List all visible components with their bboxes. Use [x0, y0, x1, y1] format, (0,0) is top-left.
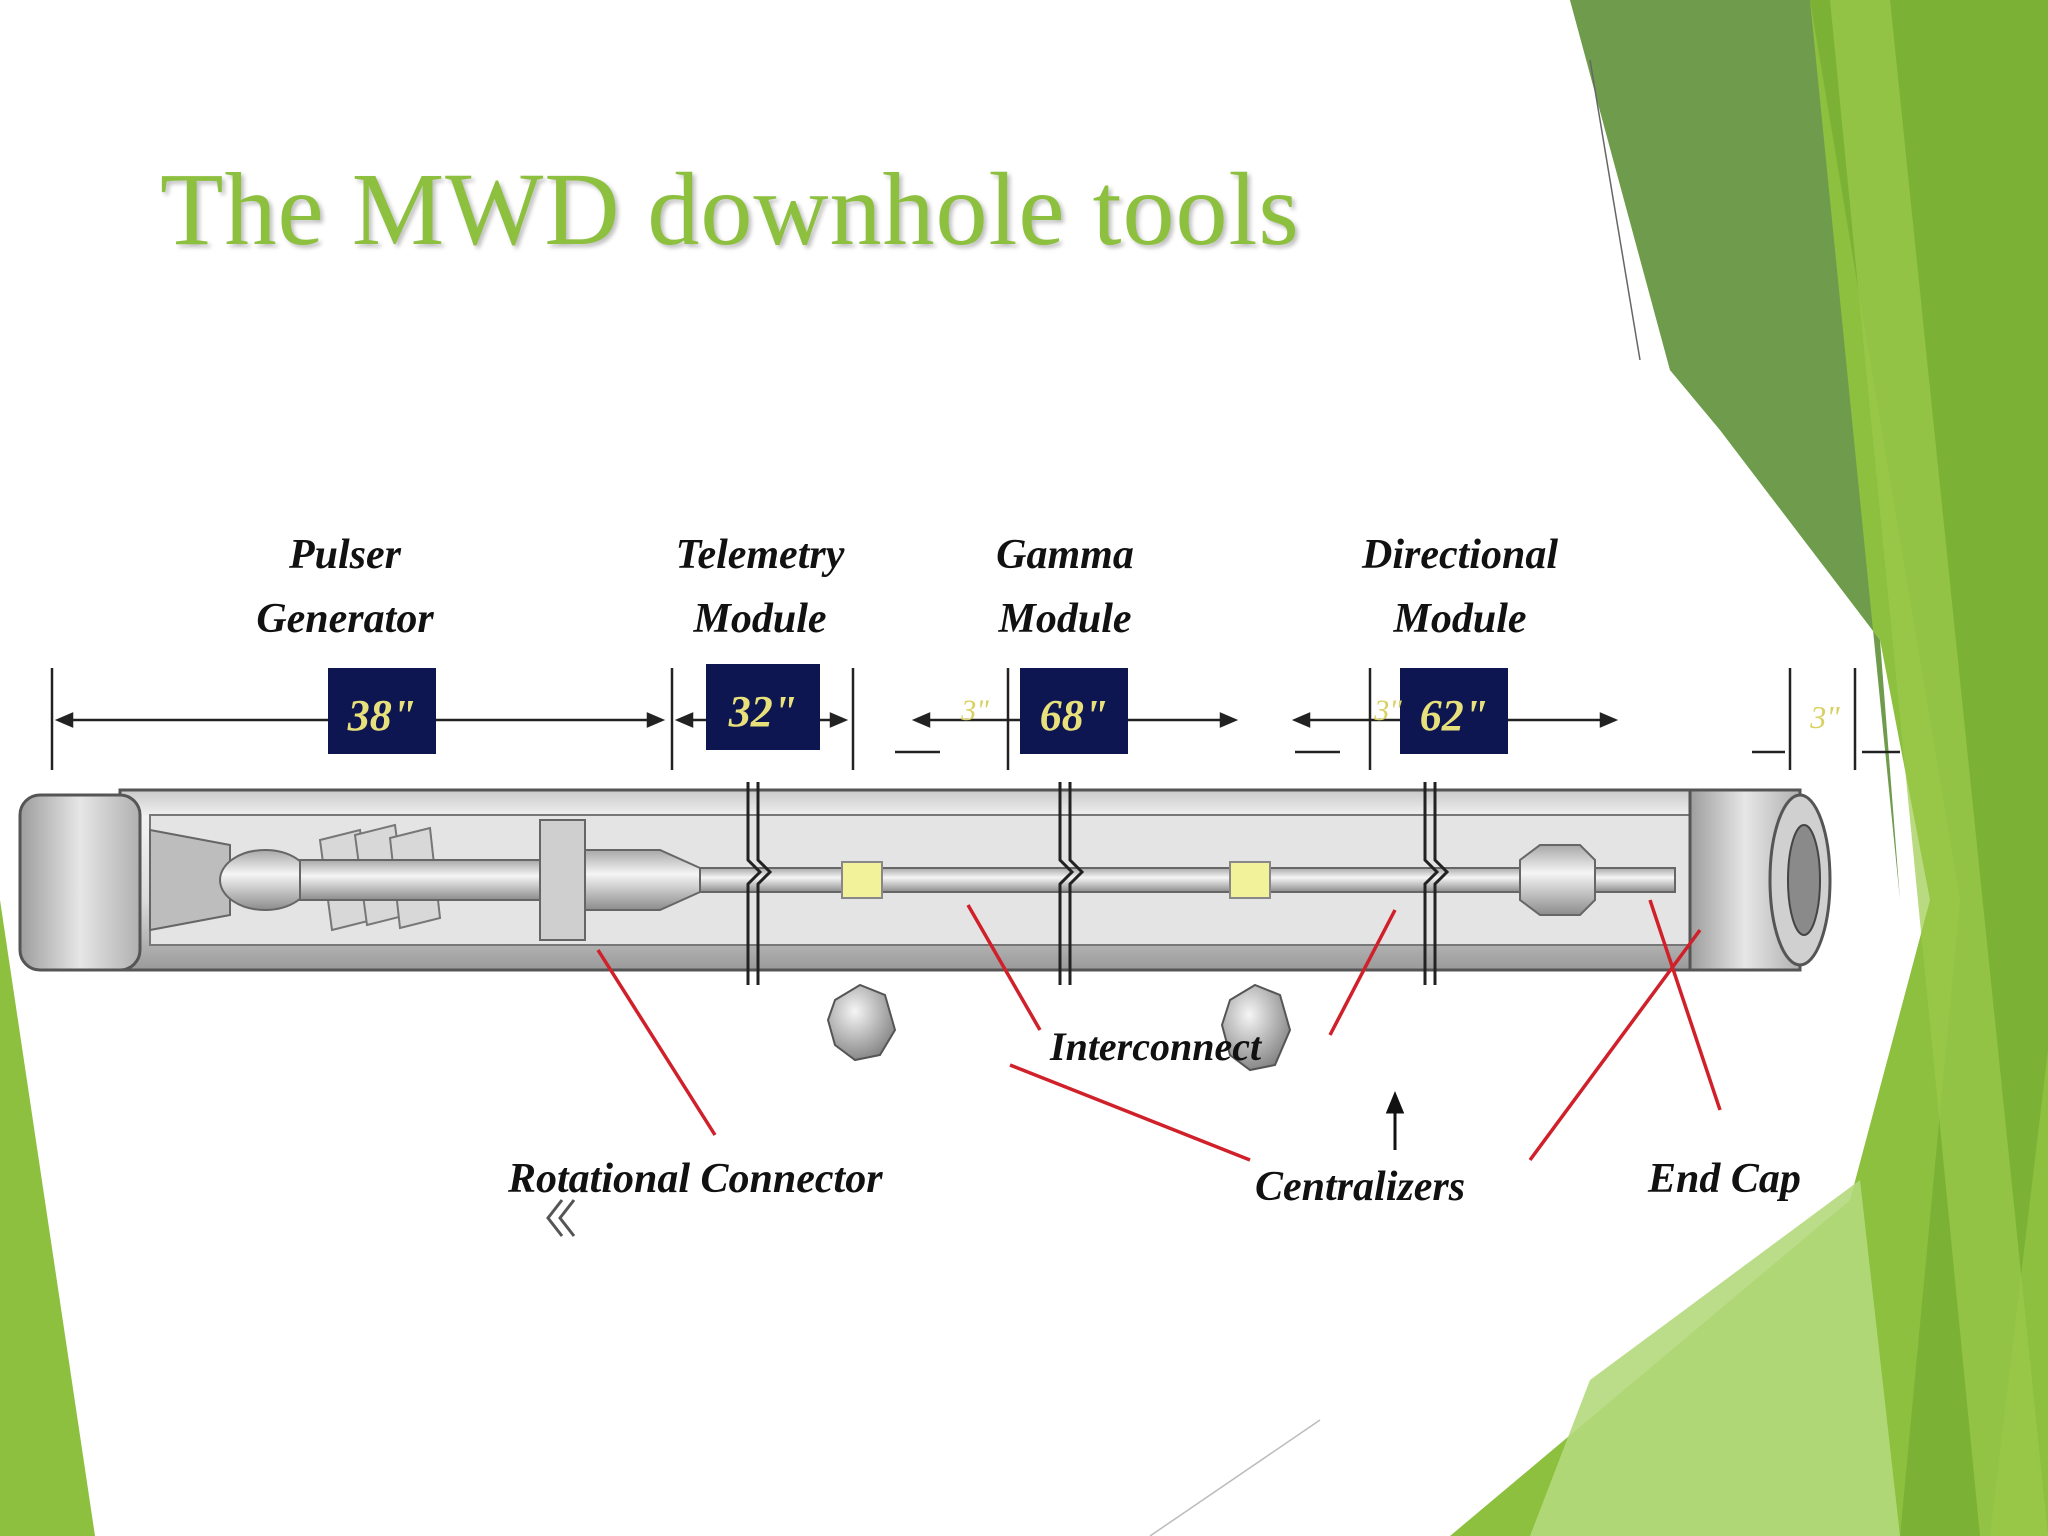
up-arrow	[1385, 1091, 1405, 1150]
centralizer-part-1	[826, 983, 897, 1062]
module-label-directional-module: Directional Module	[1361, 532, 1558, 642]
left-cap	[18, 793, 142, 972]
label-line: Telemetry	[676, 532, 845, 578]
end-stub	[1594, 867, 1676, 893]
callout-end-cap: End Cap	[1647, 1156, 1801, 1202]
rotational-connector-ring	[539, 819, 586, 941]
callout-interconnect: Interconnect	[1049, 1024, 1263, 1069]
spacer-label: 3"	[1809, 699, 1840, 735]
pulser-nozzle	[149, 828, 231, 932]
module-label-pulser-generator: Pulser Generator	[256, 532, 434, 642]
length-box-38: 38"	[328, 668, 436, 754]
centralizer-part-2	[1220, 983, 1292, 1072]
length-box-68: 68"	[1020, 668, 1128, 754]
slide-title: The MWD downhole tools	[160, 152, 1300, 267]
right-dark-panel	[1570, 0, 1900, 900]
length-value: 68"	[1040, 691, 1108, 740]
callout-rotational-connector: Rotational Connector	[507, 1156, 883, 1202]
length-value: 32"	[728, 687, 797, 736]
length-box-62: 62"	[1400, 668, 1508, 754]
label-line: Generator	[256, 596, 434, 642]
pulser-head	[219, 849, 311, 911]
pulser-shaft	[299, 859, 541, 901]
end-connector	[1519, 844, 1596, 916]
main-rod	[699, 867, 1541, 893]
end-cap-bore	[1787, 824, 1821, 936]
right-light-strip	[1830, 0, 2048, 1536]
label-line: Pulser	[288, 532, 402, 578]
callout-centralizers: Centralizers	[1255, 1164, 1465, 1210]
interconnect-band-2	[1229, 861, 1271, 899]
label-line: Module	[997, 596, 1131, 642]
length-value: 62"	[1420, 691, 1488, 740]
spacer-label: 3"	[1373, 694, 1402, 727]
leader-lines	[596, 899, 1722, 1162]
length-value: 38"	[347, 691, 416, 740]
label-line: Directional	[1361, 532, 1558, 578]
label-line: Module	[1392, 596, 1526, 642]
tool-body	[18, 782, 1832, 985]
thin-line-top	[1589, 59, 1641, 361]
chevron-left-icon	[546, 1199, 576, 1237]
dimension-lines	[50, 668, 1900, 770]
module-label-telemetry-module: Telemetry Module	[676, 532, 845, 642]
break-marks	[746, 782, 1450, 985]
label-line: Module	[692, 596, 826, 642]
left-green-panel	[0, 900, 95, 1536]
spacer-label: 3"	[960, 694, 989, 727]
thin-line-bottom	[1149, 1419, 1321, 1536]
interconnect-band-1	[841, 861, 883, 899]
length-box-32: 32"	[706, 664, 820, 750]
label-line: Gamma	[996, 532, 1134, 578]
module-label-gamma-module: Gamma Module	[996, 532, 1134, 642]
bottom-light-panel	[1530, 1180, 1900, 1536]
